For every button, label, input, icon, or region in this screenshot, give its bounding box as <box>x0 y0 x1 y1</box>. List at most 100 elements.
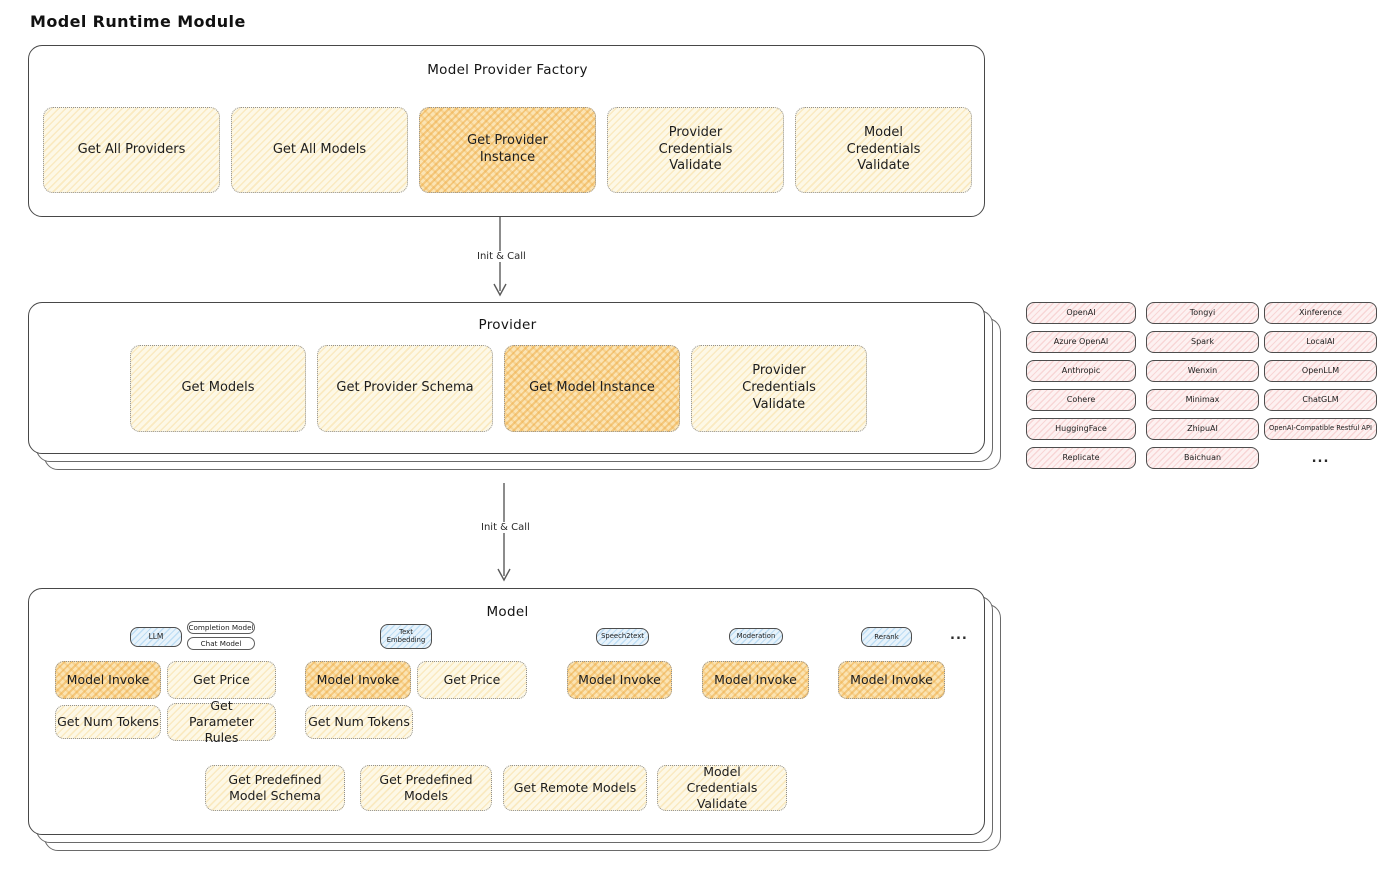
provider-chip-replicate: Replicate <box>1026 447 1136 469</box>
chip-label: LocalAI <box>1306 336 1335 346</box>
node-label: Provider Credentials Validate <box>658 124 733 174</box>
provider-chip-huggingface: HuggingFace <box>1026 418 1136 440</box>
node-label: Get Parameter Rules <box>188 697 255 746</box>
node-label: Model Invoke <box>316 671 400 687</box>
tab-label: Text Embedding <box>386 627 426 644</box>
node-label: Model Invoke <box>850 671 933 687</box>
page-title: Model Runtime Module <box>30 12 246 31</box>
factory-title: Model Provider Factory <box>427 62 588 78</box>
chip-label: ChatGLM <box>1302 394 1339 404</box>
provider-grid-ellipsis: ... <box>1311 450 1330 466</box>
node-label: Get Predefined Model Schema <box>228 771 322 803</box>
node-provider-credentials-validate-2: Provider Credentials Validate <box>691 345 867 432</box>
node-label: Get All Models <box>272 141 367 157</box>
provider-chip-zhipuai: ZhipuAI <box>1146 418 1259 440</box>
provider-chip-chatglm: ChatGLM <box>1264 389 1377 411</box>
model-tabs-ellipsis: ... <box>950 628 968 643</box>
tab-label: Rerank <box>874 632 899 641</box>
node-label: Get Price <box>193 671 250 687</box>
chip-label: Azure OpenAI <box>1053 336 1109 346</box>
node-label: Get Remote Models <box>513 779 637 795</box>
tab-label: Speech2text <box>601 632 644 641</box>
provider-chip-wenxin: Wenxin <box>1146 360 1259 382</box>
node-label: Provider Credentials Validate <box>742 363 816 412</box>
chip-label: ZhipuAI <box>1187 423 1218 433</box>
node-label: Model Invoke <box>578 671 661 687</box>
provider-chip-cohere: Cohere <box>1026 389 1136 411</box>
node-label: Model Credentials Validate <box>846 124 921 174</box>
node-get-provider-schema: Get Provider Schema <box>317 345 493 432</box>
provider-chip-openai-compatible: OpenAI-Compatible Restful API <box>1264 418 1377 440</box>
provider-chip-xinference: Xinference <box>1264 302 1377 324</box>
node-get-provider-instance: Get Provider Instance <box>419 107 596 193</box>
tab-completion-model: Completion Model <box>187 621 255 634</box>
chip-label: HuggingFace <box>1055 423 1107 433</box>
tab-label: Completion Model <box>188 622 254 632</box>
node-label: Model Invoke <box>714 671 797 687</box>
chip-label: Baichuan <box>1183 452 1222 462</box>
node-label: Model Credentials Validate <box>686 763 758 812</box>
node-llm-get-price: Get Price <box>167 661 276 699</box>
provider-chip-openllm: OpenLLM <box>1264 360 1377 382</box>
node-provider-credentials-validate: Provider Credentials Validate <box>607 107 784 193</box>
node-llm-get-parameter-rules: Get Parameter Rules <box>167 698 276 745</box>
node-get-predefined-models: Get Predefined Models <box>360 765 492 811</box>
node-model-credentials-validate-2: Model Credentials Validate <box>657 763 787 812</box>
tab-label: Chat Model <box>200 638 242 648</box>
node-embedding-model-invoke: Model Invoke <box>305 661 411 699</box>
node-get-all-providers: Get All Providers <box>43 107 220 193</box>
tab-rerank: Rerank <box>861 627 912 647</box>
node-label: Get Num Tokens <box>57 713 159 729</box>
node-model-credentials-validate: Model Credentials Validate <box>795 107 972 193</box>
chip-label: OpenLLM <box>1301 365 1340 375</box>
tab-llm: LLM <box>130 627 182 647</box>
node-label: Get All Providers <box>77 141 186 157</box>
provider-chip-localai: LocalAI <box>1264 331 1377 353</box>
node-label: Get Model Instance <box>529 380 655 396</box>
node-get-models: Get Models <box>130 345 306 432</box>
node-label: Get Predefined Models <box>379 771 473 803</box>
provider-chip-tongyi: Tongyi <box>1146 302 1259 324</box>
node-embedding-get-price: Get Price <box>417 661 527 699</box>
chip-label: Minimax <box>1185 394 1220 404</box>
chip-label: Anthropic <box>1061 365 1101 375</box>
node-get-remote-models: Get Remote Models <box>503 765 647 811</box>
tab-moderation: Moderation <box>729 628 783 645</box>
node-label: Get Provider Instance <box>467 133 548 165</box>
node-label: Get Price <box>443 671 501 687</box>
chip-label: Xinference <box>1299 307 1342 317</box>
chip-label: Cohere <box>1066 394 1096 404</box>
node-llm-model-invoke: Model Invoke <box>55 661 161 699</box>
node-get-predefined-model-schema: Get Predefined Model Schema <box>205 765 345 811</box>
provider-chip-minimax: Minimax <box>1146 389 1259 411</box>
chip-label: Wenxin <box>1187 365 1218 375</box>
node-label: Get Num Tokens <box>308 713 410 729</box>
init-call-label-2: Init & Call <box>478 522 533 533</box>
node-embedding-get-num-tokens: Get Num Tokens <box>305 705 413 739</box>
chip-label: OpenAI-Compatible Restful API <box>1269 424 1372 433</box>
node-get-model-instance: Get Model Instance <box>504 345 680 432</box>
node-speech2text-model-invoke: Model Invoke <box>567 661 672 699</box>
tab-chat-model: Chat Model <box>187 637 255 650</box>
chip-label: Replicate <box>1062 452 1100 462</box>
provider-chip-anthropic: Anthropic <box>1026 360 1136 382</box>
tab-speech2text: Speech2text <box>596 628 649 646</box>
tab-label: LLM <box>148 631 164 641</box>
node-get-all-models: Get All Models <box>231 107 408 193</box>
node-llm-get-num-tokens: Get Num Tokens <box>55 705 161 739</box>
node-label: Model Invoke <box>66 671 150 687</box>
node-moderation-model-invoke: Model Invoke <box>702 661 809 699</box>
provider-title: Provider <box>478 317 537 333</box>
node-label: Get Provider Schema <box>336 380 474 396</box>
provider-chip-openai: OpenAI <box>1026 302 1136 324</box>
node-rerank-model-invoke: Model Invoke <box>838 661 945 699</box>
node-label: Get Models <box>181 380 255 396</box>
tab-text-embedding: Text Embedding <box>380 624 432 649</box>
model-title: Model <box>486 604 529 620</box>
chip-label: Spark <box>1191 336 1214 346</box>
tab-label: Moderation <box>736 631 776 640</box>
provider-chip-azure-openai: Azure OpenAI <box>1026 331 1136 353</box>
init-call-label-1: Init & Call <box>474 251 529 262</box>
chip-label: Tongyi <box>1189 307 1216 317</box>
provider-chip-baichuan: Baichuan <box>1146 447 1259 469</box>
